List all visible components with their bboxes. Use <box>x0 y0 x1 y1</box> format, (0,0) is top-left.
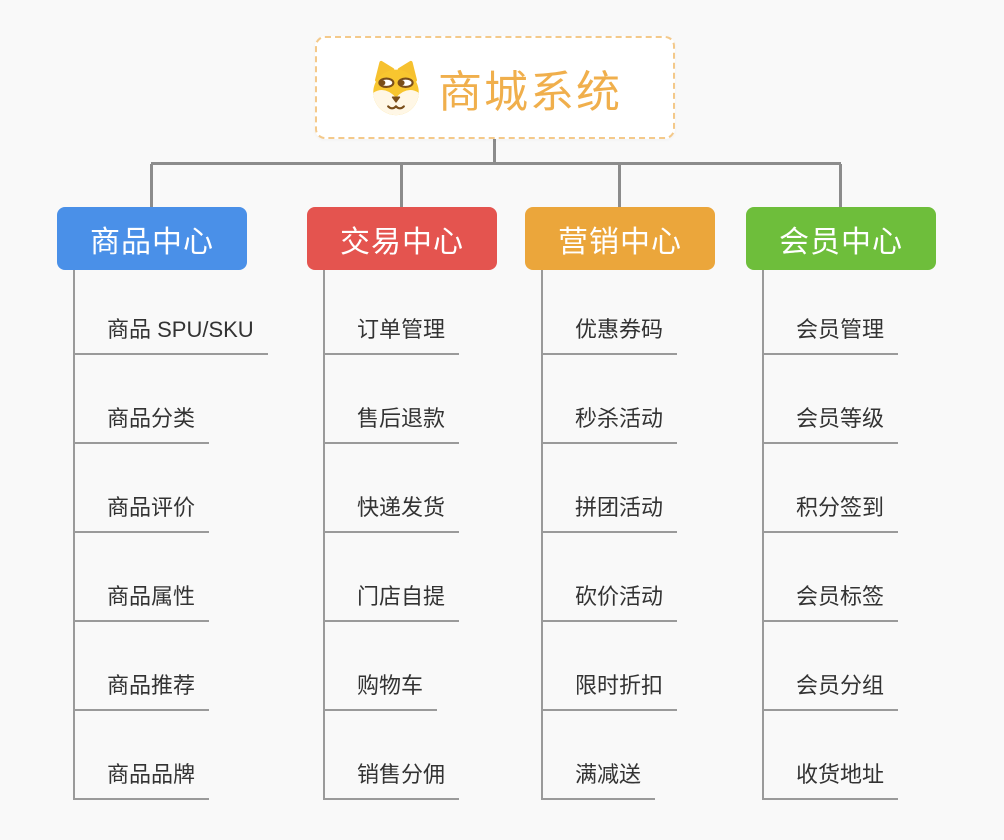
leaf-node: 商品分类 <box>73 355 268 444</box>
leaf-node: 商品 SPU/SKU <box>73 270 268 355</box>
leaf-node: 商品评价 <box>73 444 268 533</box>
leaf-node: 商品属性 <box>73 533 268 622</box>
connector-drop-product <box>150 164 153 208</box>
leaf-label[interactable]: 优惠券码 <box>541 312 678 355</box>
root-node[interactable]: 商城系统 <box>315 36 675 139</box>
leaf-node: 拼团活动 <box>541 444 678 533</box>
leaf-label[interactable]: 会员标签 <box>762 579 899 622</box>
leaf-label[interactable]: 快递发货 <box>323 490 460 533</box>
branch-node-member-center[interactable]: 会员中心 <box>746 207 936 270</box>
leaf-node: 满减送 <box>541 711 677 800</box>
leaf-node: 收货地址 <box>762 711 899 800</box>
leaf-node: 砍价活动 <box>541 533 678 622</box>
leaf-node: 会员标签 <box>762 533 899 622</box>
leaf-node: 购物车 <box>323 622 459 711</box>
leaf-label[interactable]: 会员管理 <box>762 312 899 355</box>
leaf-label[interactable]: 商品评价 <box>73 490 210 533</box>
branch-node-trade-center[interactable]: 交易中心 <box>307 207 497 270</box>
leaf-label[interactable]: 满减送 <box>541 757 656 800</box>
leaf-label[interactable]: 限时折扣 <box>541 668 678 711</box>
leaf-node: 优惠券码 <box>541 270 678 355</box>
branch-member-center: 会员中心 会员管理 会员等级 积分签到 会员标签 会员分组 收货地址 <box>746 207 936 800</box>
leaf-label[interactable]: 订单管理 <box>323 312 460 355</box>
leaf-label[interactable]: 商品推荐 <box>73 668 210 711</box>
leaf-list-product: 商品 SPU/SKU 商品分类 商品评价 商品属性 商品推荐 商品品牌 <box>73 270 268 800</box>
leaf-node: 门店自提 <box>323 533 460 622</box>
leaf-list-member: 会员管理 会员等级 积分签到 会员标签 会员分组 收货地址 <box>762 270 899 800</box>
leaf-label[interactable]: 收货地址 <box>762 757 899 800</box>
shiba-dog-icon <box>368 58 424 118</box>
leaf-label[interactable]: 购物车 <box>323 668 438 711</box>
leaf-label[interactable]: 会员分组 <box>762 668 899 711</box>
connector-drop-trade <box>400 164 403 208</box>
leaf-node: 订单管理 <box>323 270 460 355</box>
branch-trade-center: 交易中心 订单管理 售后退款 快递发货 门店自提 购物车 销售分佣 <box>307 207 497 800</box>
leaf-node: 限时折扣 <box>541 622 678 711</box>
leaf-label[interactable]: 秒杀活动 <box>541 401 678 444</box>
leaf-label[interactable]: 门店自提 <box>323 579 460 622</box>
connector-drop-member <box>839 164 842 208</box>
leaf-node: 会员等级 <box>762 355 899 444</box>
branch-node-marketing-center[interactable]: 营销中心 <box>525 207 715 270</box>
leaf-label[interactable]: 商品品牌 <box>73 757 210 800</box>
leaf-label[interactable]: 会员等级 <box>762 401 899 444</box>
leaf-label[interactable]: 售后退款 <box>323 401 460 444</box>
leaf-node: 会员分组 <box>762 622 899 711</box>
leaf-label[interactable]: 商品属性 <box>73 579 210 622</box>
connector-horizontal-rail <box>151 162 841 165</box>
branch-marketing-center: 营销中心 优惠券码 秒杀活动 拼团活动 砍价活动 限时折扣 满减送 <box>525 207 715 800</box>
leaf-node: 会员管理 <box>762 270 899 355</box>
branch-node-product-center[interactable]: 商品中心 <box>57 207 247 270</box>
leaf-label[interactable]: 拼团活动 <box>541 490 678 533</box>
leaf-list-trade: 订单管理 售后退款 快递发货 门店自提 购物车 销售分佣 <box>323 270 460 800</box>
leaf-node: 商品品牌 <box>73 711 268 800</box>
leaf-list-marketing: 优惠券码 秒杀活动 拼团活动 砍价活动 限时折扣 满减送 <box>541 270 678 800</box>
leaf-node: 积分签到 <box>762 444 899 533</box>
connector-drop-marketing <box>618 164 621 208</box>
leaf-node: 销售分佣 <box>323 711 460 800</box>
leaf-label[interactable]: 砍价活动 <box>541 579 678 622</box>
leaf-node: 商品推荐 <box>73 622 268 711</box>
connector-root-stem <box>493 139 496 164</box>
root-title: 商城系统 <box>438 67 622 117</box>
leaf-label[interactable]: 商品 SPU/SKU <box>73 312 268 355</box>
branch-product-center: 商品中心 商品 SPU/SKU 商品分类 商品评价 商品属性 商品推荐 商品品牌 <box>57 207 268 800</box>
leaf-label[interactable]: 销售分佣 <box>323 757 460 800</box>
leaf-node: 秒杀活动 <box>541 355 678 444</box>
leaf-node: 售后退款 <box>323 355 460 444</box>
leaf-node: 快递发货 <box>323 444 460 533</box>
leaf-label[interactable]: 商品分类 <box>73 401 210 444</box>
leaf-label[interactable]: 积分签到 <box>762 490 899 533</box>
